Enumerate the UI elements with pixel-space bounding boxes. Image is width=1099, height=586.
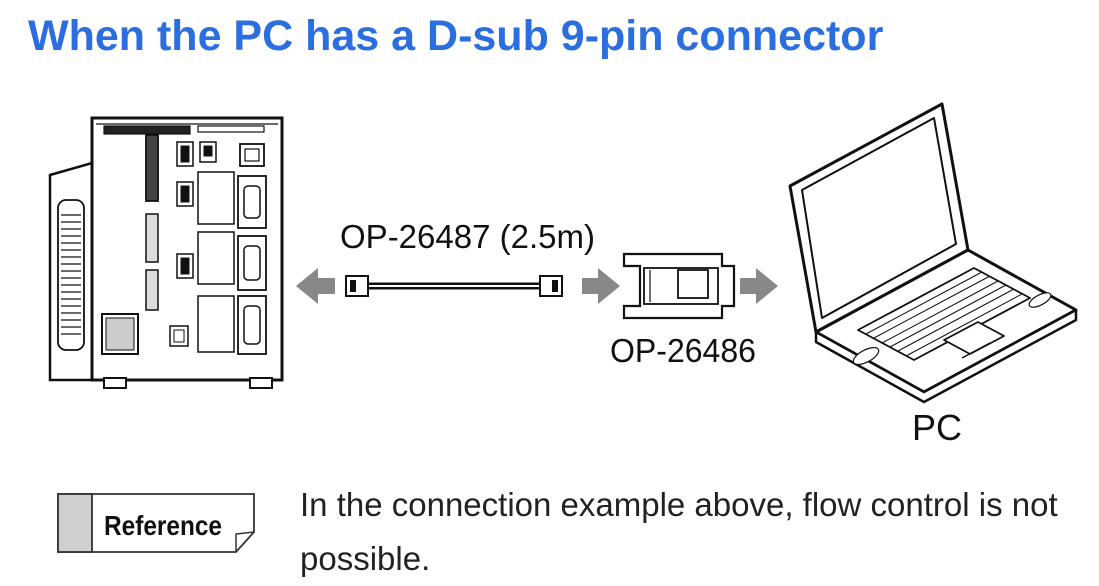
controller-unit <box>48 116 284 389</box>
cable-label: OP-26487 (2.5m) <box>340 218 595 255</box>
reference-label: Reference <box>104 510 222 541</box>
right-arrow-icon <box>582 268 620 304</box>
left-arrow-icon <box>296 268 335 304</box>
page-title: When the PC has a D-sub 9-pin connector <box>28 12 884 60</box>
cable <box>345 275 563 297</box>
reference-note: In the connection example above, flow co… <box>300 486 1058 577</box>
laptop-pc <box>788 102 1078 404</box>
right-arrow-icon <box>740 268 778 304</box>
pc-label: PC <box>912 407 962 448</box>
adapter-label: OP-26486 <box>610 332 756 369</box>
dsub-adapter <box>622 252 736 320</box>
reference-badge: Reference <box>57 493 255 553</box>
